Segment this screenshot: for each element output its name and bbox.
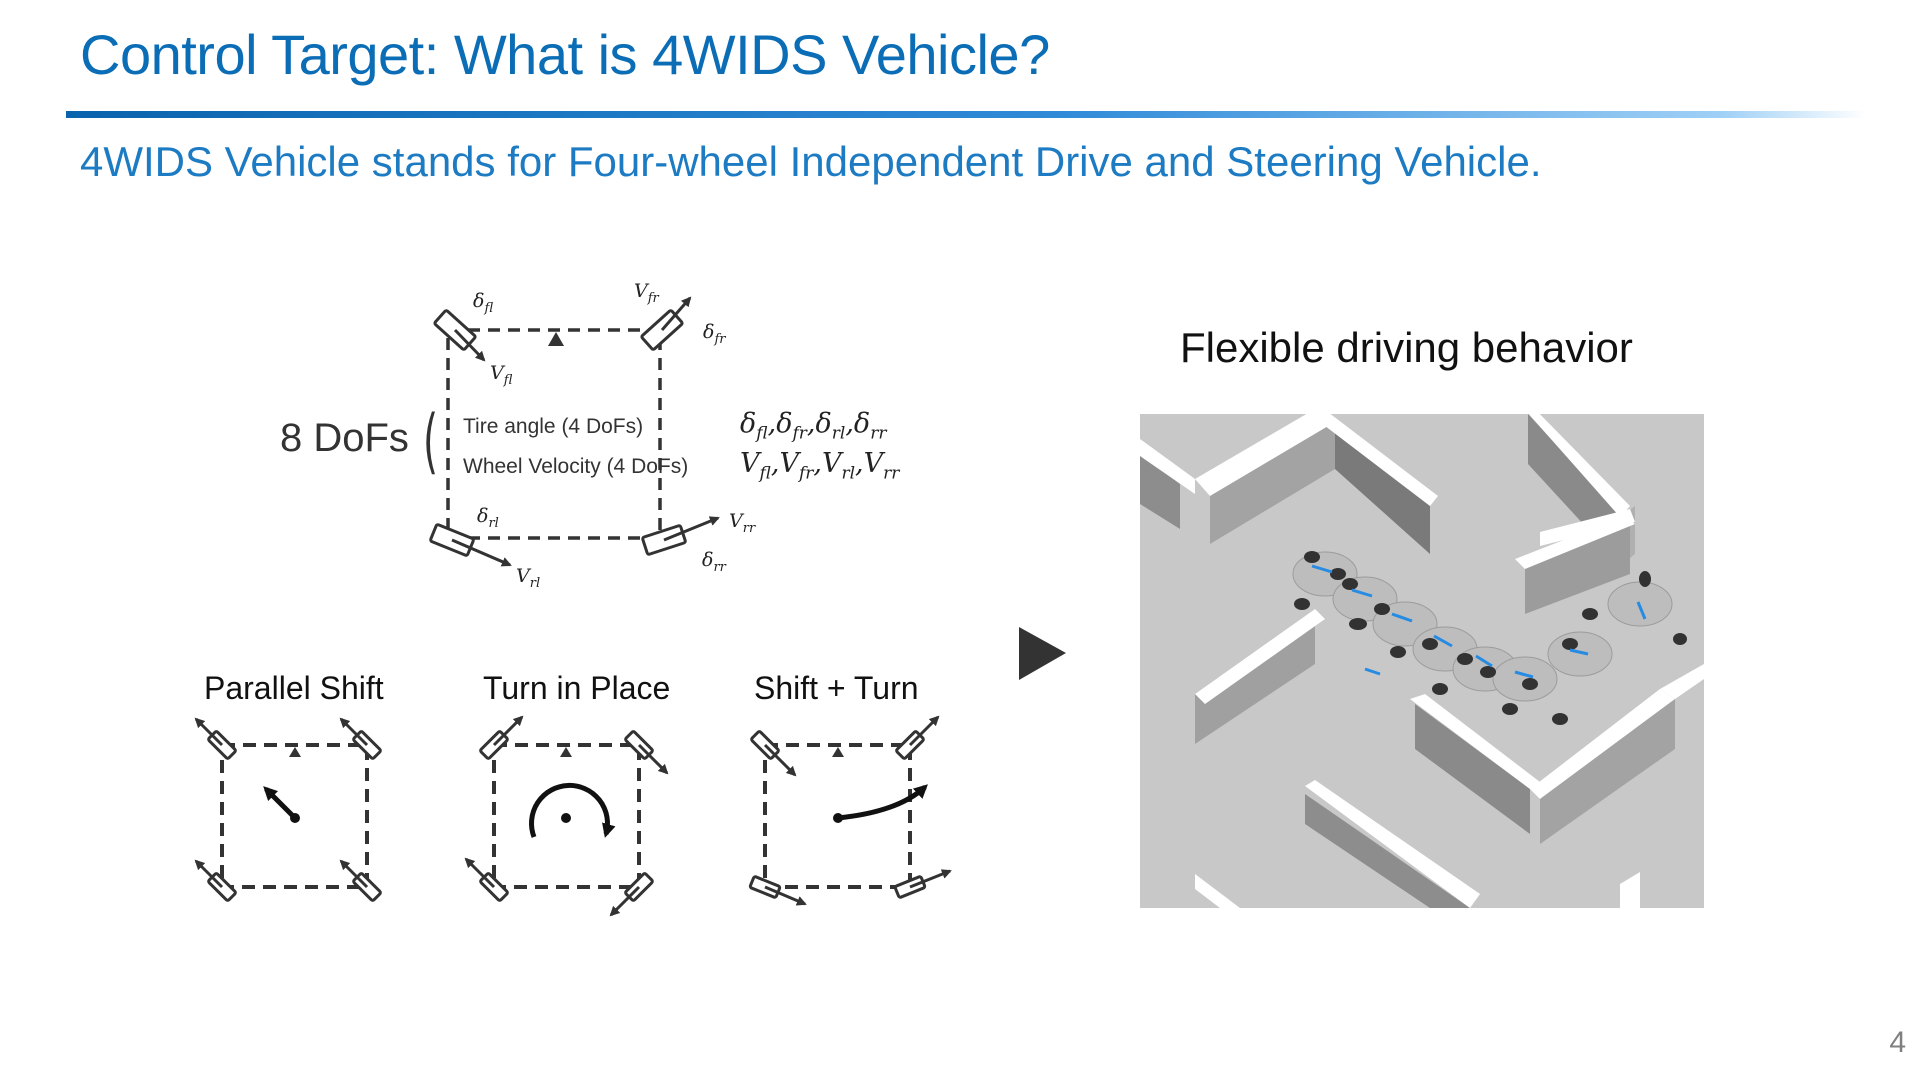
parallel-shift-diagram [194,717,382,902]
front-marker [548,332,564,346]
tire-angle-symbols: δfl,δfr,δrl,δrr [740,408,887,444]
v-rr-label: Vrr [729,510,756,536]
wheel-velocity-label: Wheel Velocity (4 DoFs) [463,455,689,478]
v-fl-label: Vfl [490,362,513,388]
v-rl-label: Vrl [516,565,541,591]
delta-fl-label: δfl [473,290,494,316]
delta-rl-label: δrl [477,505,499,531]
shift-turn-label: Shift + Turn [754,670,919,706]
velocity-arrow-rl [451,538,512,567]
title-rule [66,111,1866,118]
turn-in-place-diagram [464,715,669,917]
delta-rr-label: δrr [702,549,726,575]
turn-in-place-label: Turn in Place [483,670,671,706]
simulation-title: Flexible driving behavior [1180,324,1633,371]
vehicle-body-outline [446,328,662,540]
velocity-arrows [1311,564,1647,679]
dofs-label: 8 DoFs [280,416,409,460]
delta-fr-label: δfr [703,321,726,347]
velocity-arrow-fl [453,328,486,362]
parallel-shift-label: Parallel Shift [204,670,384,706]
velocity-arrow-rr [663,516,720,542]
shift-turn-diagram [748,715,952,906]
play-arrow-icon [1019,627,1066,680]
slide-subtitle: 4WIDS Vehicle stands for Four-wheel Inde… [80,138,1542,185]
wheel-velocity-symbols: Vfl,Vfr,Vrl,Vrr [740,448,900,484]
brace-symbol: ( [423,400,439,482]
simulation-maze-image [1140,414,1704,908]
velocity-arrow-fr [660,296,692,331]
v-fr-label: Vfr [634,280,659,306]
page-number: 4 [1889,1026,1906,1059]
tire-angle-label: Tire angle (4 DoFs) [463,415,644,438]
slide-title: Control Target: What is 4WIDS Vehicle? [80,23,1050,86]
robot-trajectory [1292,551,1687,725]
